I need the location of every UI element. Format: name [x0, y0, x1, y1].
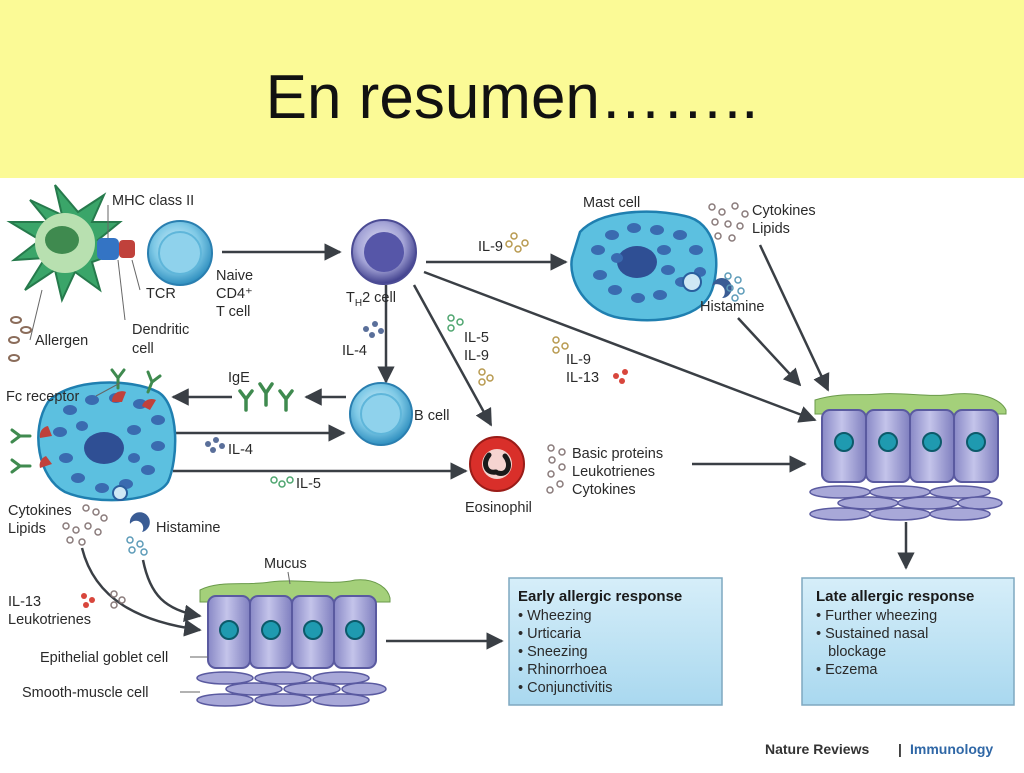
allergen-particles: [8, 316, 32, 362]
credit-journal: Nature Reviews: [765, 741, 869, 757]
il13-label: IL-13: [566, 370, 599, 386]
arrow-histamine-to-epithelium: [737, 317, 802, 387]
credit-field: Immunology: [910, 741, 993, 757]
il5b-label: IL-5: [296, 476, 321, 492]
early-item-1: • Wheezing: [518, 608, 592, 624]
airway-epithelium-early: Mucus IL-13 Leukotrienes Epithelial gobl…: [8, 556, 391, 707]
early-item-5: • Conjunctivitis: [518, 680, 613, 696]
mast-cell-top: Mast cell Cytokines Lipids Histamine: [570, 195, 816, 322]
mast-cell-left: Fc receptor Cytokines Lipids Histamine: [6, 368, 220, 556]
naive-t-cell: Naive CD4⁺ T cell: [147, 220, 253, 320]
arrow-histamine-to-epithelium-left: [141, 559, 202, 622]
credit-separator: |: [898, 741, 902, 757]
eos-leukotrienes: Leukotrienes: [572, 464, 655, 480]
allergy-diagram: MHC class II TCR Allergen Dendritic cell…: [0, 178, 1024, 768]
il9c-label: IL-9: [566, 352, 591, 368]
th2-cell: TH2 cell: [346, 219, 417, 309]
arrow-mast-to-epithelium: [758, 244, 830, 392]
mast-left-histamine: Histamine: [156, 520, 220, 536]
mast-top-histamine: Histamine: [700, 299, 764, 315]
mhc-label: MHC class II: [112, 193, 194, 209]
mast-top-lipids: Lipids: [752, 221, 790, 237]
mucus-label: Mucus: [264, 556, 307, 572]
tcr-label: TCR: [146, 286, 176, 302]
mast-left-lipids: Lipids: [8, 521, 46, 537]
signal-labels: IL-9 IL-4 IL-5 IL-9 IL-9 IL-13 IL-4 IL-5: [205, 232, 628, 492]
naive-label-3: T cell: [216, 304, 250, 320]
late-item-4: • Eczema: [816, 662, 878, 678]
il4-label: IL-4: [342, 343, 367, 359]
title-bar: En resumen……..: [0, 0, 1024, 178]
dendritic-label-1: Dendritic: [132, 322, 189, 338]
ige-antibodies: [238, 382, 294, 412]
early-response-header: Early allergic response: [518, 588, 682, 605]
journal-credit: Nature Reviews | Immunology: [765, 741, 993, 757]
fc-receptor-label: Fc receptor: [6, 389, 79, 405]
eosinophil-label: Eosinophil: [465, 500, 532, 516]
th2-label-t: T: [346, 290, 355, 306]
mast-top-label: Mast cell: [583, 195, 640, 211]
early-item-4: • Rhinorrhoea: [518, 662, 608, 678]
early-item-2: • Urticaria: [518, 626, 582, 642]
th2-label-rest: 2 cell: [362, 290, 396, 306]
il13-left-label: IL-13: [8, 594, 41, 610]
late-item-3: blockage: [816, 644, 886, 660]
b-cell-label: B cell: [414, 408, 449, 424]
late-item-1: • Further wheezing: [816, 608, 937, 624]
svg-text:TH2 cell: TH2 cell: [346, 290, 396, 309]
late-response-box: Late allergic response • Further wheezin…: [801, 577, 1015, 706]
airway-epithelium-late: [809, 393, 1007, 521]
arrow-th2-to-eosinophil: [412, 284, 493, 427]
late-item-2: • Sustained nasal: [816, 626, 928, 642]
early-response-box: Early allergic response • Wheezing • Urt…: [508, 577, 723, 706]
slide-title: En resumen……..: [265, 63, 759, 132]
naive-label-2: CD4⁺: [216, 286, 253, 302]
mast-left-cytokines: Cytokines: [8, 503, 72, 519]
early-item-3: • Sneezing: [518, 644, 588, 660]
il4b-label: IL-4: [228, 442, 253, 458]
eos-cytokines: Cytokines: [572, 482, 636, 498]
arrow-mediators-to-epithelium: [80, 547, 202, 637]
dendritic-cell: MHC class II TCR Allergen Dendritic cell: [6, 184, 194, 362]
il9b-label: IL-9: [464, 348, 489, 364]
dendritic-label-2: cell: [132, 341, 154, 357]
ige-label: IgE: [228, 370, 250, 386]
arrows: [80, 243, 915, 650]
smooth-muscle-label: Smooth-muscle cell: [22, 685, 149, 701]
mast-top-cytokine-dots: [708, 202, 749, 242]
eosinophil: Eosinophil Basic proteins Leukotrienes C…: [465, 436, 663, 516]
b-cell: B cell: [349, 382, 449, 446]
late-response-header: Late allergic response: [816, 588, 974, 605]
eos-basic-proteins: Basic proteins: [572, 446, 663, 462]
allergen-label: Allergen: [35, 333, 88, 349]
leukotrienes-left-label: Leukotrienes: [8, 612, 91, 628]
goblet-label: Epithelial goblet cell: [40, 650, 168, 666]
mast-top-cytokines: Cytokines: [752, 203, 816, 219]
il9-label: IL-9: [478, 239, 503, 255]
naive-label-1: Naive: [216, 268, 253, 284]
arrow-th2-to-late-epithelium: [423, 270, 817, 423]
th2-label-h: H: [355, 298, 362, 309]
il5-label: IL-5: [464, 330, 489, 346]
